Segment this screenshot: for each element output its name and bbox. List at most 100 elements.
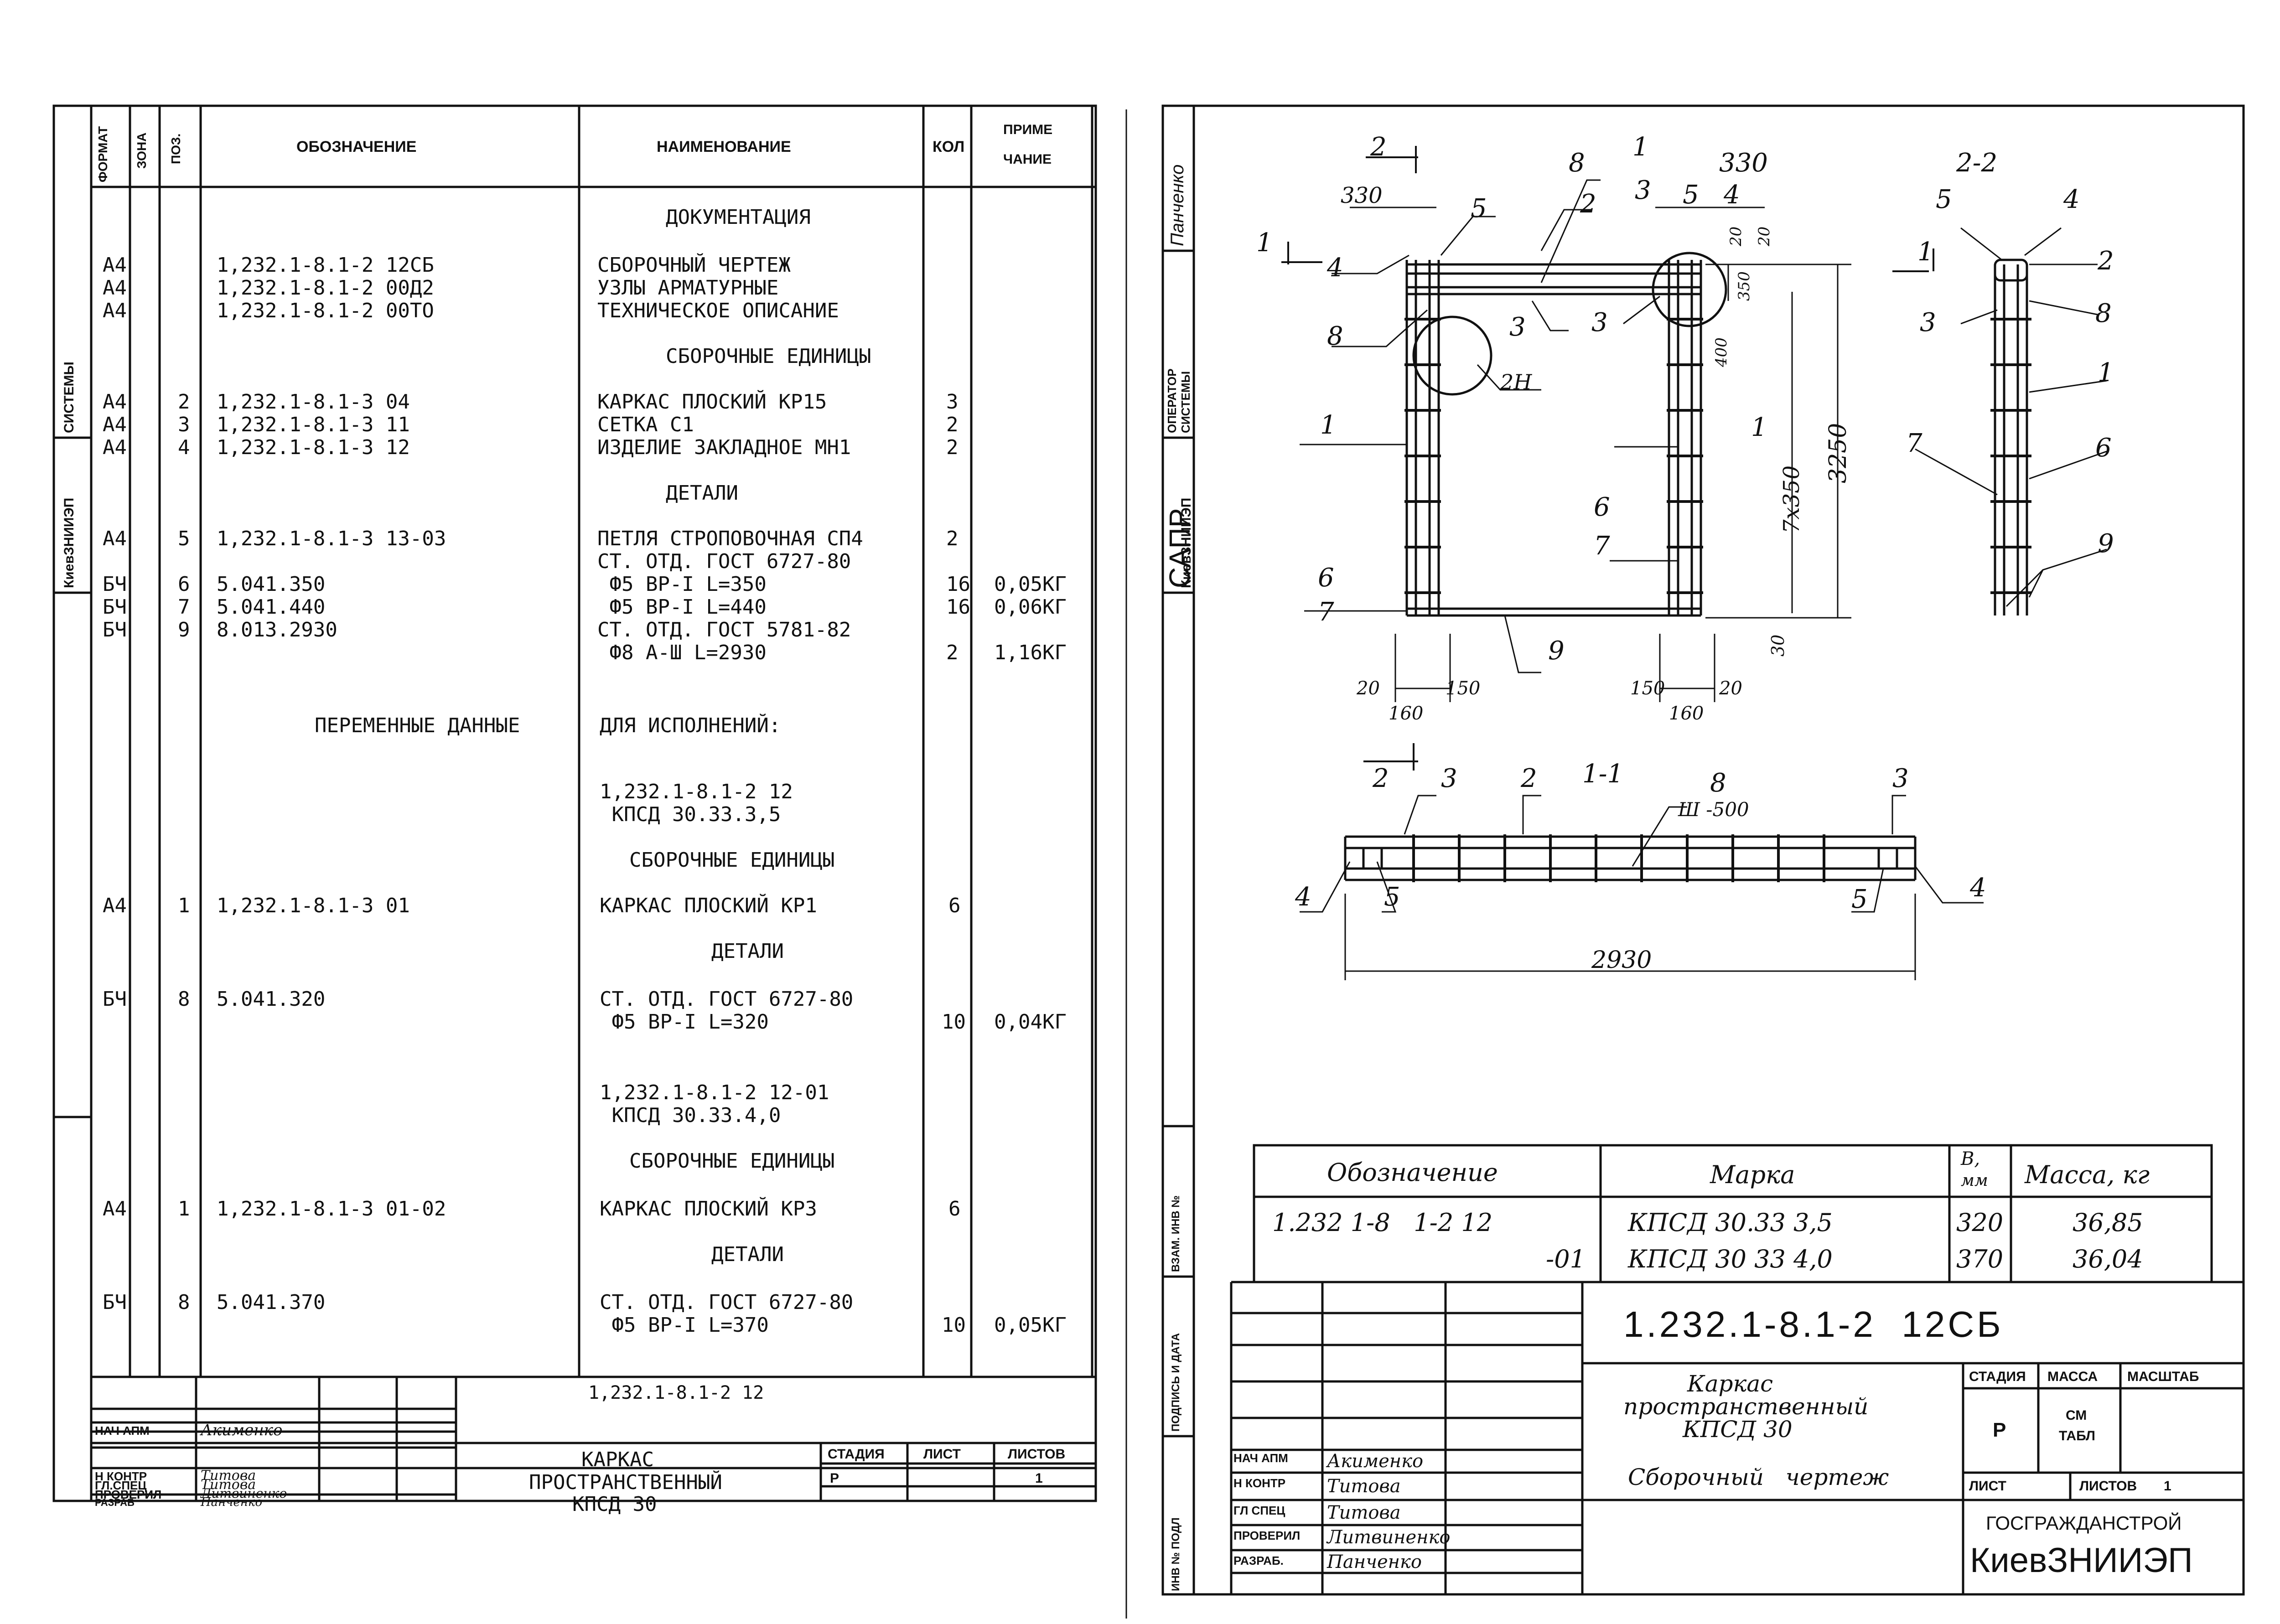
callout-2-c: 2: [2098, 246, 2114, 276]
spec-row-pos: 4: [178, 436, 190, 459]
var2-assemblies: СБОРОЧНЫЕ ЕДИНИЦЫ: [629, 1149, 835, 1173]
callout-5-e: 5: [1851, 884, 1868, 914]
dim-2930: 2930: [1591, 946, 1652, 974]
callout-1-b: 1: [1632, 132, 1649, 162]
var1-row2-pos: 8: [178, 988, 190, 1011]
right-role-4: РАЗРАБ.: [1233, 1554, 1284, 1567]
var1-designation: 1,232.1-8.1-3 01: [217, 894, 410, 917]
var1-name: КАРКАС ПЛОСКИЙ КР1: [600, 894, 817, 917]
spec-row-name: ПЕТЛЯ СТРОПОВОЧНАЯ СП4: [597, 527, 863, 550]
spec-row-note: 1,16КГ: [994, 641, 1067, 664]
table-row-0-b: 320: [1956, 1208, 2004, 1237]
var2-format: А4: [103, 1197, 127, 1221]
var1-row2-qty: 10: [942, 1010, 966, 1034]
var2-row2-note: 0,05КГ: [994, 1314, 1067, 1337]
spec-row-format: А4: [103, 413, 127, 436]
dim-7x350: 7х350: [1779, 465, 1804, 533]
callout-6-a: 6: [1594, 492, 1610, 522]
callout-8-d: 8: [1710, 768, 1726, 798]
spec-row-pos: 7: [178, 595, 190, 619]
callout-2-d: 2: [1373, 764, 1389, 793]
side-label-kiev: КиевЗНИИЭП: [62, 497, 77, 588]
spec-row-name: ИЗДЕЛИЕ ЗАКЛАДНОЕ МН1: [597, 436, 851, 459]
callout-3-d: 3: [1920, 308, 1936, 337]
var2-row2-pos: 8: [178, 1291, 190, 1314]
callout-4-a: 4: [1327, 253, 1343, 283]
label-section-2-2: 2-2: [1956, 148, 1998, 178]
var1-row2-note: 0,04КГ: [994, 1010, 1067, 1034]
dim-160-left: 160: [1389, 703, 1424, 724]
right-role-1: Н КОНТР: [1233, 1476, 1286, 1490]
header-note-2: ЧАНИЕ: [1003, 152, 1052, 167]
var2-qty: 6: [948, 1197, 961, 1221]
left-title-code: 1,232.1-8.1-2 12: [588, 1382, 764, 1403]
callout-4-d: 4: [1295, 882, 1311, 912]
callout-6-b: 6: [1318, 563, 1334, 593]
right-org-1: ГОСГРАЖДАНСТРОЙ: [1986, 1512, 2182, 1534]
left-role-1: Н КОНТР: [95, 1469, 147, 1483]
callout-1-c: 1: [1320, 410, 1337, 440]
var2-code: 1,232.1-8.1-2 12-01: [600, 1081, 829, 1104]
dim-330-left: 330: [1341, 183, 1383, 208]
spec-row-format: БЧ: [103, 573, 127, 596]
callout-9-a: 9: [1548, 636, 1565, 666]
left-stage-value: Р: [830, 1471, 839, 1486]
left-name-2: Титова: [201, 1477, 256, 1493]
spec-row-qty: 2: [946, 527, 959, 550]
side-operator: ОПЕРАТОР: [1165, 368, 1179, 433]
callout-7-b: 7: [1318, 597, 1334, 627]
callout-6-c: 6: [2095, 433, 2112, 463]
spec-row-pos: 2: [178, 390, 190, 414]
right-role-0: НАЧ АПМ: [1233, 1451, 1288, 1465]
left-title-line-2: ПРОСТРАНСТВЕННЫЙ: [529, 1471, 722, 1494]
var2-row2-qty: 10: [942, 1314, 966, 1337]
spec-row-name: СБОРОЧНЫЙ ЧЕРТЕЖ: [597, 253, 791, 277]
left-name-3: Литвиненко: [201, 1486, 287, 1501]
spec-row-format: А4: [103, 436, 127, 459]
callout-5-b: 5: [1683, 180, 1699, 210]
right-subtitle: Сборочный чертеж: [1628, 1464, 1889, 1490]
header-note-1: ПРИМЕ: [1003, 122, 1053, 137]
left-name-1: Титова: [201, 1468, 256, 1484]
spec-row-format: А4: [103, 276, 127, 300]
variable-data-label: ПЕРЕМЕННЫЕ ДАННЫЕ: [315, 714, 520, 737]
left-name-0: Акименко: [201, 1421, 283, 1439]
right-mass-value-1: СМ: [2066, 1408, 2087, 1423]
callout-1-e: 1: [2098, 358, 2114, 388]
left-title-line-1: КАРКАС: [581, 1448, 654, 1471]
var2-row2-name2: Ф5 ВР-I L=370: [600, 1314, 769, 1337]
callout-1-d: 1: [1751, 413, 1767, 442]
label-section-1-1: 1-1: [1582, 759, 1624, 789]
spec-row-designation: 1,232.1-8.1-3 04: [217, 390, 410, 414]
spec-row-designation: 8.013.2930: [217, 618, 337, 641]
callout-4-b: 4: [1724, 180, 1740, 210]
var1-qty: 6: [948, 894, 961, 917]
side-inv: ИНВ № ПОДЛ: [1170, 1517, 1182, 1591]
spec-row-designation: 1,232.1-8.1-3 11: [217, 413, 410, 436]
callout-9-b: 9: [2098, 529, 2114, 559]
spec-row-note: 0,05КГ: [994, 573, 1067, 596]
side-podp: ПОДПИСЬ И ДАТА: [1170, 1333, 1182, 1432]
dim-160-right: 160: [1669, 703, 1704, 724]
table-row-0-mark: КПСД 30.33 3,5: [1628, 1208, 1833, 1237]
header-pos: ПОЗ.: [169, 133, 183, 164]
spec-row-qty: 16: [946, 595, 970, 619]
table-row-0-designation: 1.232 1-8 1-2 12: [1272, 1208, 1493, 1237]
var2-row2-designation: 5.041.370: [217, 1291, 326, 1314]
table-row-1-mass: 36,04: [2073, 1245, 2143, 1273]
callout-4-e: 4: [1970, 873, 1986, 903]
header-zone: ЗОНА: [135, 132, 149, 169]
left-title-line-3: КПСД 30: [572, 1493, 657, 1516]
callout-5-d: 5: [1384, 882, 1400, 912]
table-header-designation: Обозначение: [1327, 1158, 1498, 1187]
label-2H: 2Н: [1500, 370, 1532, 394]
left-sheet-header: ЛИСТ: [923, 1447, 961, 1462]
side-systems: СИСТЕМЫ: [1179, 371, 1192, 433]
var2-mark: КПСД 30.33.4,0: [600, 1104, 781, 1127]
spec-row-pos: 9: [178, 618, 190, 641]
dim-150-left: 150: [1446, 678, 1481, 699]
var1-row2-name1: СТ. ОТД. ГОСТ 6727-80: [600, 988, 854, 1011]
right-org-2: КиевЗНИИЭП: [1970, 1541, 2193, 1580]
left-role-0: НАЧ АПМ: [95, 1424, 150, 1438]
var2-designation: 1,232.1-8.1-3 01-02: [217, 1197, 446, 1221]
